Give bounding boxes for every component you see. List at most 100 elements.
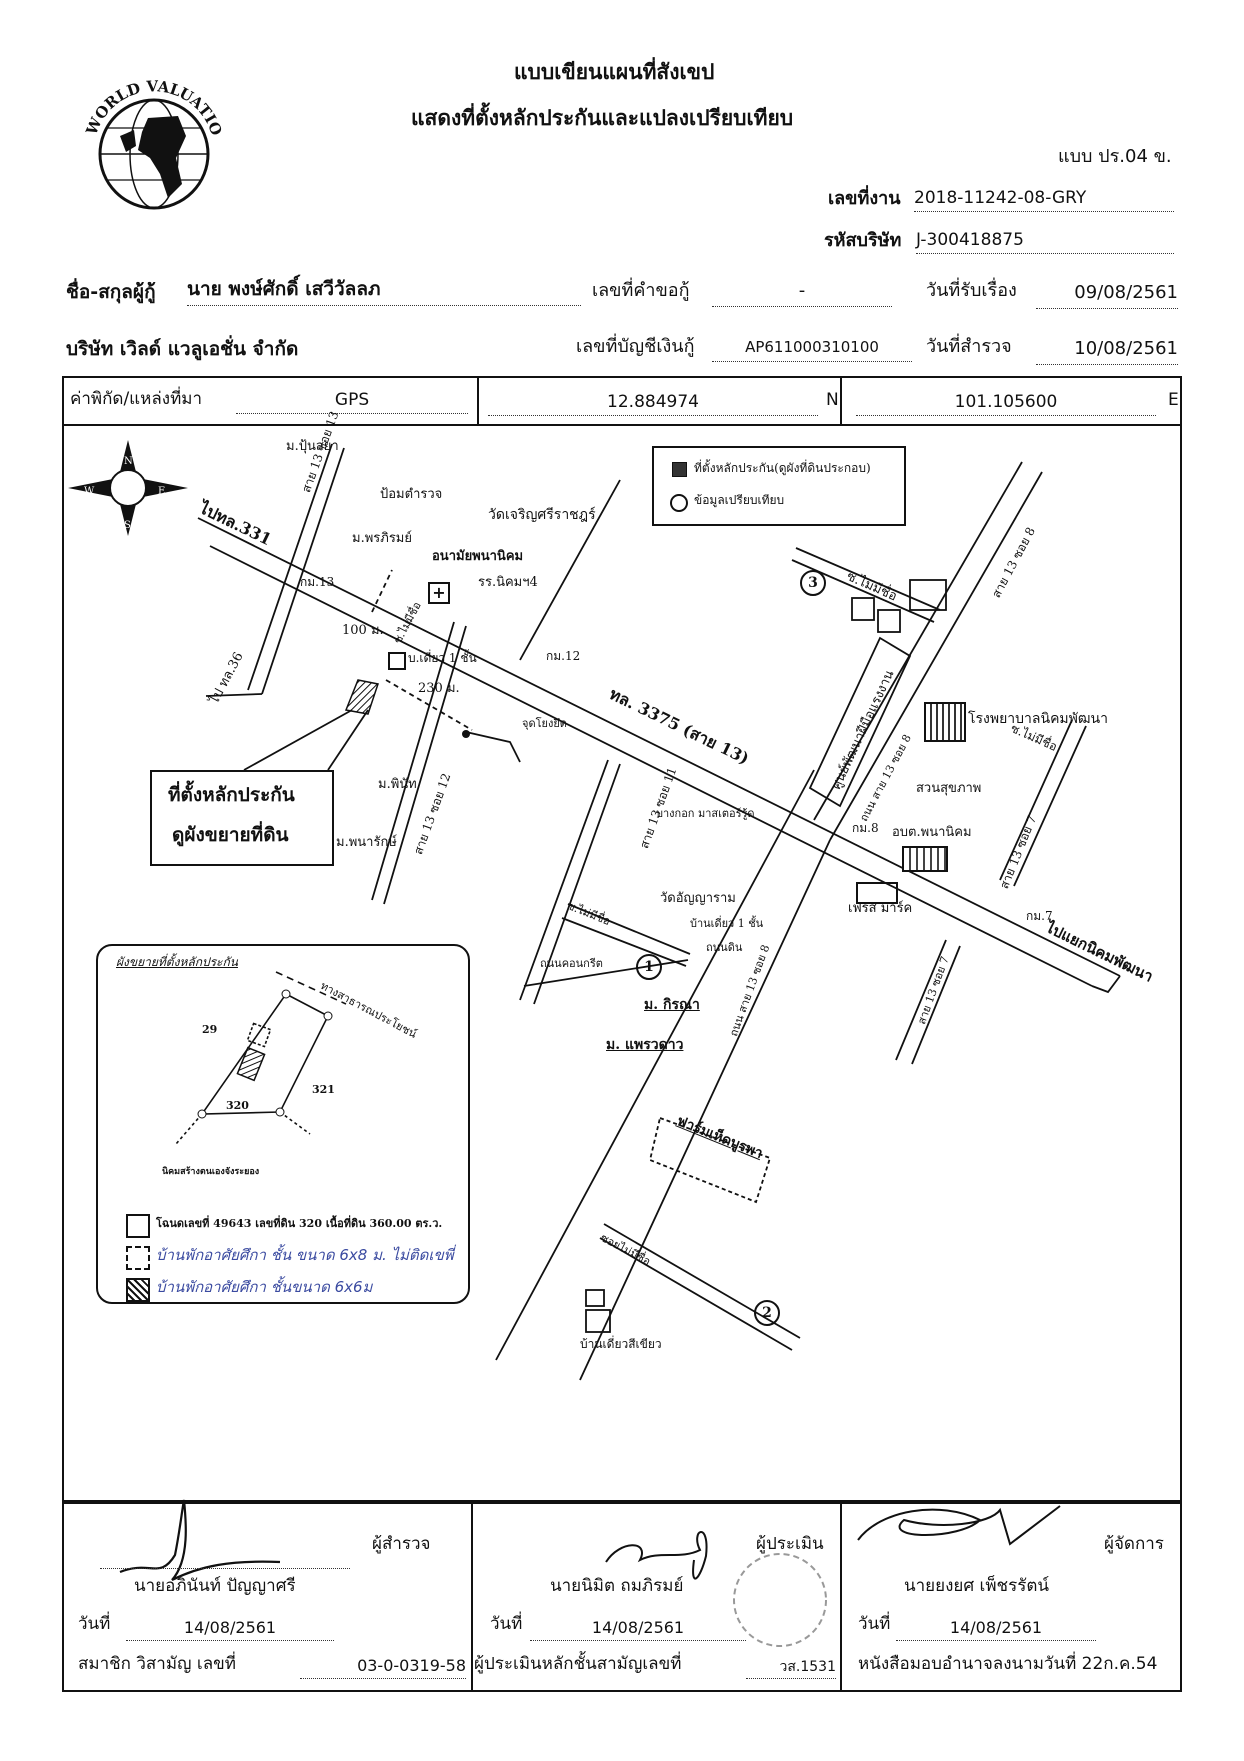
inset-plot-320: 320 [226,1099,249,1112]
label-hospital: โรงพยาบาลนิคมพัฒนา [968,711,1108,727]
label-m-pornpirom: ม.พรภิรมย์ [352,531,412,546]
svg-text:S: S [124,520,131,531]
survey-date-label: วันที่สำรวจ [926,336,1012,357]
inset-plot-29: 29 [202,1023,218,1036]
callout-line-1: ที่ตั้งหลักประกัน [168,784,295,806]
label-green-house: บ้านเดี่ยวสีเขียว [580,1337,662,1351]
label-school: รร.นิคมฯ4 [478,575,538,590]
title-line-2: แสดงที่ตั้งหลักประกันและแปลงเปรียบเทียบ [411,106,794,130]
svg-text:N: N [124,456,133,467]
surveyor-date-label: วันที่ [78,1614,111,1634]
receive-date: 09/08/2561 [1036,284,1178,309]
request-no-label: เลขที่คำขอกู้ [592,280,690,301]
marker-3: 3 [800,570,826,596]
coords-label: ค่าพิกัด/แหล่งที่มา [70,389,203,409]
coords-source: GPS [236,392,468,414]
loan-acct: AP611000310100 [712,340,912,362]
svg-text:E: E [158,486,165,497]
surveyor-date: 14/08/2561 [126,1620,334,1641]
request-no: - [712,282,892,307]
marker-2: 2 [754,1300,780,1326]
manager-name: นายยงยศ เพ็ชรรัตน์ [904,1576,1050,1596]
label-m-kirana: ม. กิรณา [644,997,700,1013]
appraiser-lic-label: ผู้ประเมินหลักชั้นสามัญเลขที่ [474,1654,682,1674]
inset-legend-2: บ้านพักอาศัยศึกา ชั้น ขนาด 6x8 ม. ไม่ติด… [156,1246,454,1264]
appraiser-date: 14/08/2561 [530,1620,746,1641]
collateral-plot [344,679,379,715]
hospital-building-icon [924,702,966,742]
inset-legend-3: บ้านพักอาศัยศึกา ชั้นขนาด 6x6ม [156,1278,373,1296]
label-m-phinat: ม.พินัท [378,777,417,792]
label-house-1floor-a: บ.เดี่ยว 1 ชั้น [408,651,477,665]
surveyor-name: นายอภินันท์ ปัญญาศรี [134,1576,296,1596]
label-police-box: ป้อมตำรวจ [380,487,443,502]
sao-building-icon [902,846,948,872]
inset-box [96,944,470,1304]
signature-block [62,1502,1182,1692]
loan-acct-label: เลขที่บัญชีเงินกู้ [576,336,695,357]
comparison-legend-icon [670,494,688,512]
label-dist-100: 100 ม. [342,623,384,638]
legend-collateral: ที่ตั้งหลักประกัน(ดูผังที่ดินประกอบ) [694,461,871,475]
map-legend [652,446,906,526]
globe-icon: WORLD VALUATION [71,52,226,210]
member-label: สมาชิก วิสามัญ เลขที่ [78,1654,236,1674]
legend-comparison: ข้อมูลเปรียบเทียบ [694,493,785,507]
company-name: บริษัท เวิลด์ แวลูเอชั่น จำกัด [66,338,299,360]
label-concrete-road: ถนนคอนกรีต [540,957,603,970]
market-icon [856,882,898,904]
label-wat-charoen: วัดเจริญศรีราชฎร์ [488,507,596,523]
inset-plot-321: 321 [312,1083,335,1096]
inset-title: ผังขยายที่ตั้งหลักประกัน [116,955,238,969]
surveyor-role: ผู้สำรวจ [372,1534,431,1554]
label-bangkok-master: บางกอก มาสเตอร์รู้ด [656,807,755,820]
appraiser-lic: วส.1531 [746,1660,836,1679]
label-sao: อบต.พนานิคม [892,825,972,840]
appraiser-role: ผู้ประเมิน [756,1534,824,1554]
inset-legend-dashed-box [126,1246,150,1270]
compass-icon: N S E W [68,440,188,536]
label-wat-anyaram: วัดอัญญาราม [660,891,736,906]
company-code-label: รหัสบริษัท [824,230,902,251]
label-health-center: อนามัยพนานิคม [432,549,524,564]
marker-1: 1 [636,954,662,980]
appraiser-date-label: วันที่ [490,1614,523,1634]
coords-row [62,376,1182,426]
map-frame [62,426,1182,1502]
label-health-park: สวนสุขภาพ [916,781,982,796]
manager-date-label: วันที่ [858,1614,891,1634]
job-no: 2018-11242-08-GRY [914,190,1174,212]
poa-label: หนังสือมอบอำนาจลงนามวันที่ 22ก.ค.54 [858,1654,1158,1674]
label-house-1floor-b: บ้านเดี่ยว 1 ชั้น [690,917,764,930]
hospital-cross-icon: + [428,582,450,604]
coords-lon: 101.105600 [856,394,1156,416]
sig-divider-2 [840,1502,842,1692]
label-km8: กม.8 [852,821,879,835]
inset-legend-hatch-box [126,1278,150,1302]
inset-plan [175,971,347,1145]
sig-divider-1 [471,1502,473,1692]
label-dist-230: 230 ม. [418,681,460,696]
label-km13: กม.13 [300,575,335,589]
logo: WORLD VALUATION [71,52,230,216]
label-fresh-market: เฟรส มาร์ค [848,901,913,916]
coords-divider-2 [840,376,842,426]
label-m-praewdao: ม. แพรวดาว [606,1037,684,1053]
label-km12: กม.12 [546,649,581,663]
label-km7: กม.7 [1026,909,1053,923]
coords-divider-1 [477,376,479,426]
company-code: J-300418875 [916,232,1174,254]
svg-text:W: W [84,486,95,497]
job-no-label: เลขที่งาน [828,188,901,209]
collateral-legend-icon [672,462,687,477]
manager-date: 14/08/2561 [896,1620,1096,1641]
title-line-1: แบบเขียนแผนที่สังเขป [514,60,715,84]
callout-line-2: ดูผังขยายที่ดิน [172,824,289,846]
label-m-panarak: ม.พนารักษ์ [336,835,397,850]
member-no: 03-0-0319-58 [300,1658,466,1679]
coords-lon-dir: E [1168,390,1179,410]
coords-lat-dir: N [826,390,839,410]
label-power-pole: จุดโยงยึด [522,717,567,730]
label-m-punsaya: ม.ปุ้นสยา [286,439,339,454]
